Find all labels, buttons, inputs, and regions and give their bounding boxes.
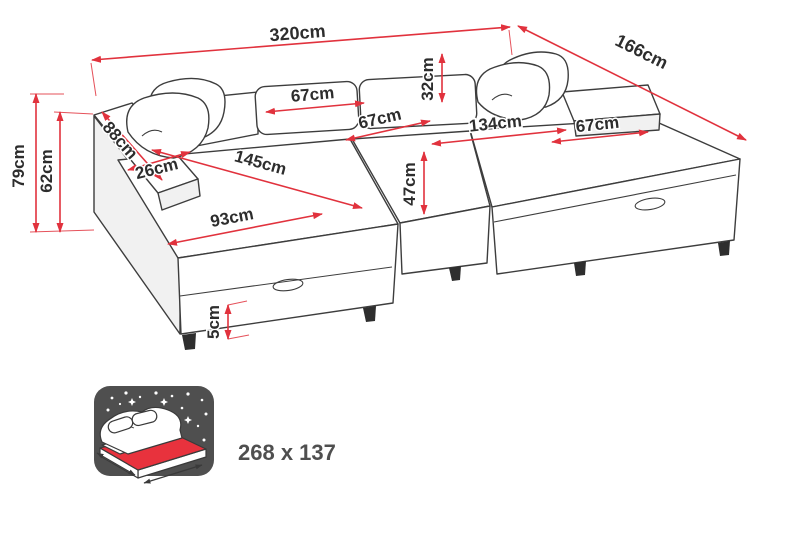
extension-tick <box>227 334 250 340</box>
star <box>204 412 208 416</box>
star <box>200 398 204 402</box>
star <box>186 392 190 396</box>
sparkle-star <box>160 398 168 406</box>
dimension-label: 67cm <box>290 83 335 106</box>
dimension-line <box>345 119 431 142</box>
pillow-crease <box>491 93 513 101</box>
dimension-label: 62cm <box>37 149 56 192</box>
star <box>180 406 184 410</box>
extension-tick <box>508 29 513 56</box>
extension-tick <box>90 62 97 97</box>
dimension-line <box>431 127 567 147</box>
dimension-line <box>151 149 363 209</box>
length-arrow <box>143 464 203 484</box>
sofa-leg <box>449 266 461 281</box>
dimension-line <box>517 25 747 141</box>
sleeping-area-icon <box>94 386 214 484</box>
dim-arm-height: 62cm <box>36 111 94 233</box>
dimension-label: 320cm <box>269 21 326 45</box>
star <box>196 424 200 428</box>
sofa-leg <box>574 261 586 276</box>
sofa-leg <box>182 333 196 350</box>
dim-seat-cushion-width: 67cm <box>345 103 431 142</box>
dim-back-cushion-height: 32cm <box>417 53 446 103</box>
dim-seat-depth: 47cm <box>399 151 428 215</box>
left-chaise-seam <box>179 266 393 297</box>
middle-seat-front <box>399 205 491 275</box>
star <box>110 396 114 400</box>
dimension-line <box>167 212 323 246</box>
dimension-line <box>91 24 511 63</box>
star <box>170 394 174 398</box>
dim-total-width: 320cm <box>90 19 513 97</box>
extension-tick <box>29 229 95 233</box>
dimension-label: 5cm <box>204 305 223 339</box>
dimension-label: 166cm <box>612 30 671 73</box>
left-drawer-handle <box>272 278 304 292</box>
star <box>118 402 122 406</box>
bed-illustration <box>96 406 207 484</box>
sparkle-star <box>184 416 192 424</box>
dim-back-height: 79cm <box>8 93 95 233</box>
sofa-leg <box>363 306 376 322</box>
sofa-leg <box>718 241 730 256</box>
dimension-label: 79cm <box>9 144 28 187</box>
right-chaise-front <box>491 158 741 275</box>
right-chaise-seam <box>493 174 737 223</box>
pillow-icon <box>131 409 158 427</box>
dimension-label: 47cm <box>400 162 419 205</box>
star <box>106 408 110 412</box>
star <box>138 395 142 399</box>
sleeping-size-label: 268 x 137 <box>238 440 336 465</box>
star <box>124 391 128 395</box>
dimension-line <box>551 129 649 145</box>
dim-back-cushion-width: 67cm <box>265 82 365 115</box>
width-arrow <box>96 452 136 476</box>
right-drawer-handle <box>634 197 666 211</box>
star <box>154 391 158 395</box>
dimension-line <box>265 100 365 115</box>
dimension-label: 32cm <box>418 57 437 100</box>
dim-base-height: 5cm <box>203 300 250 341</box>
sparkle-star <box>128 398 136 406</box>
star <box>202 438 206 442</box>
